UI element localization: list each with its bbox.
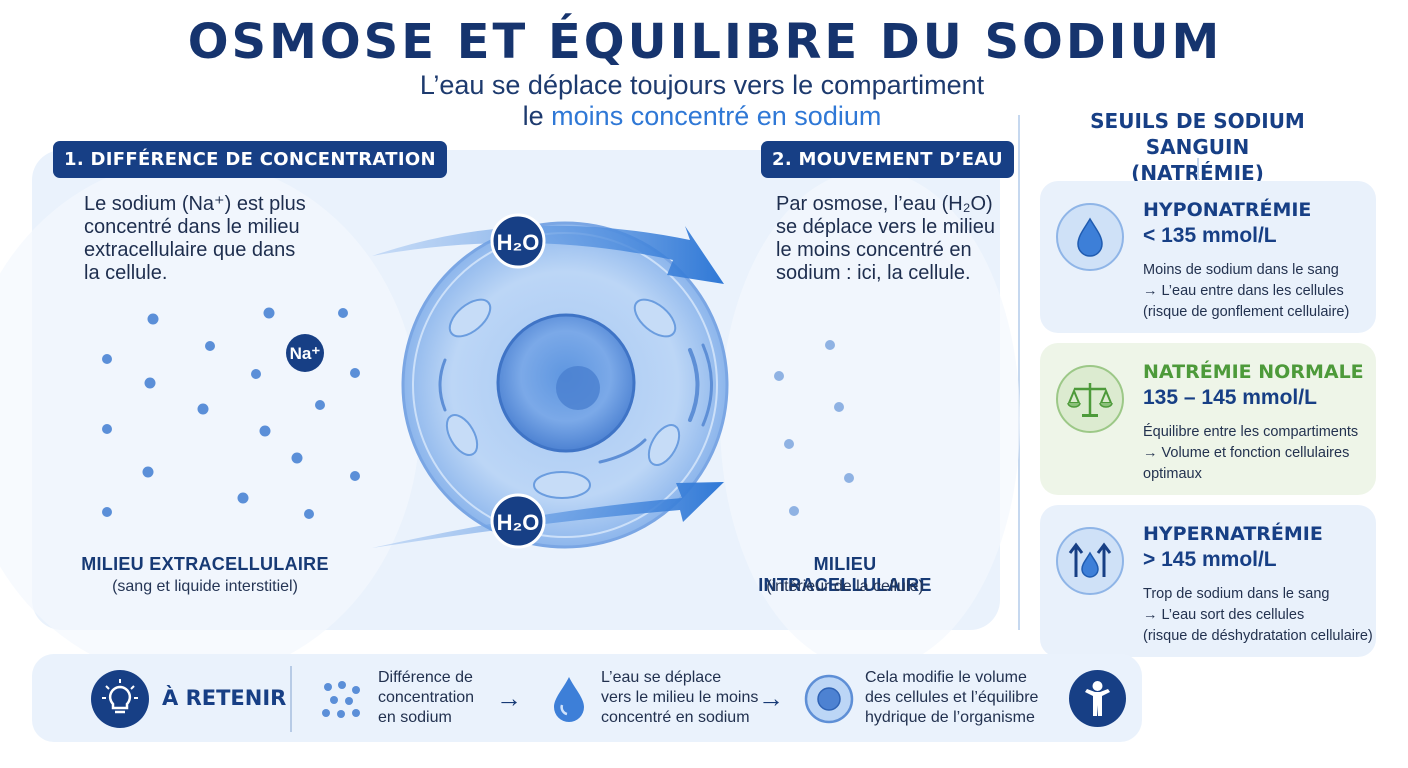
page-subtitle: L’eau se déplace toujours vers le compar… xyxy=(352,70,1052,132)
drop-with-arrows-icon xyxy=(1056,527,1124,595)
takeaway-line: Cela modifie le volume xyxy=(865,669,1027,686)
step2-line: sodium : ici, la cellule. xyxy=(776,262,971,284)
step1-line: extracellulaire que dans xyxy=(84,239,296,261)
person-icon xyxy=(1069,670,1126,727)
lightbulb-icon xyxy=(91,670,149,728)
takeaway-arrow: → xyxy=(758,683,784,713)
step1-line: concentré dans le milieu xyxy=(84,216,300,238)
sodium-ion-label: Na⁺ xyxy=(290,344,321,363)
thresholds-title-line-1: SEUILS DE SODIUM SANGUIN xyxy=(1090,109,1305,159)
water-arrow-bottom xyxy=(372,482,724,548)
water-badge-top xyxy=(490,213,546,269)
extracellular-subtitle: (sang et liquide interstitiel) xyxy=(112,578,298,595)
card-hyponatremia-name: HYPONATRÉMIE xyxy=(1143,199,1312,221)
takeaway-divider xyxy=(290,666,292,732)
step1-label: 1. DIFFÉRENCE DE CONCENTRATION xyxy=(53,141,447,178)
water-badge-top-label: H₂O xyxy=(497,230,540,255)
cell-illustration xyxy=(401,221,729,549)
step1-text: Le sodium (Na⁺) est plus concentré dans … xyxy=(84,193,306,285)
water-badge-bottom-label: H₂O xyxy=(497,510,540,535)
water-badge-bottom xyxy=(490,493,546,549)
page-title: OSMOSE ET ÉQUILIBRE DU SODIUM xyxy=(187,14,1223,70)
takeaway-line: en sodium xyxy=(378,709,452,726)
extracellular-zone xyxy=(0,160,420,680)
sodium-ion-badge xyxy=(286,334,324,372)
card-normal-natremia: NATRÉMIE NORMALE 135 – 145 mmol/L Équili… xyxy=(1040,343,1376,495)
takeaway-line: Différence de xyxy=(378,669,473,686)
intracellular-sodium-particles xyxy=(774,340,854,516)
card-normal-desc: Équilibre entre les compartiments → Volu… xyxy=(1143,422,1371,485)
card-desc-line: Équilibre entre les compartiments xyxy=(1143,424,1359,440)
subtitle-line-2: le moins concentré en sodium xyxy=(352,101,1052,132)
card-hyponatremia: HYPONATRÉMIE < 135 mmol/L Moins de sodiu… xyxy=(1040,181,1376,333)
card-normal-name: NATRÉMIE NORMALE xyxy=(1143,361,1364,383)
vertical-divider xyxy=(1018,115,1020,630)
card-hypernatremia-desc: Trop de sodium dans le sang → L’eau sort… xyxy=(1143,584,1375,647)
card-desc-line: → Volume et fonction cellulaires xyxy=(1143,445,1350,461)
card-desc-line: optimaux xyxy=(1143,466,1202,482)
takeaway-heading: À RETENIR xyxy=(162,686,287,710)
step1-line: Le sodium (Na⁺) est plus xyxy=(84,193,306,215)
card-hypernatremia-range: > 145 mmol/L xyxy=(1143,548,1277,571)
takeaway-arrow: → xyxy=(496,683,522,713)
card-desc-line: Trop de sodium dans le sang xyxy=(1143,586,1330,602)
subtitle-prefix: le xyxy=(522,101,552,131)
step2-label: 2. MOUVEMENT D’EAU xyxy=(761,141,1014,178)
card-desc-line: → L’eau sort des cellules xyxy=(1143,607,1305,623)
card-desc-line: Moins de sodium dans le sang xyxy=(1143,262,1339,278)
water-arrow-top xyxy=(372,225,724,284)
card-hyponatremia-range: < 135 mmol/L xyxy=(1143,224,1277,247)
card-normal-range: 135 – 145 mmol/L xyxy=(1143,386,1317,409)
subtitle-line-1: L’eau se déplace toujours vers le compar… xyxy=(419,70,985,100)
takeaway-step3: Cela modifie le volume des cellules et l… xyxy=(865,668,1038,728)
step2-line: Par osmose, l’eau (H₂O) xyxy=(776,193,993,215)
extracellular-title: MILIEU EXTRACELLULAIRE xyxy=(81,554,329,574)
card-desc-line: (risque de gonflement cellulaire) xyxy=(1143,304,1350,320)
step2-line: se déplace vers le milieu xyxy=(776,216,995,238)
water-drop-icon xyxy=(550,674,588,724)
takeaway-line: concentré en sodium xyxy=(601,709,750,726)
takeaway-line: L’eau se déplace xyxy=(601,669,722,686)
step2-text: Par osmose, l’eau (H₂O) se déplace vers … xyxy=(776,193,995,285)
intracellular-title: MILIEU INTRACELLULAIRE xyxy=(758,554,932,595)
takeaway-line: vers le milieu le moins xyxy=(601,689,759,706)
takeaway-line: concentration xyxy=(378,689,475,706)
step1-line: la cellule. xyxy=(84,262,168,284)
card-desc-line: (risque de déshydratation cellulaire) xyxy=(1143,628,1373,644)
card-hyponatremia-desc: Moins de sodium dans le sang → L’eau ent… xyxy=(1143,260,1371,323)
extracellular-sodium-particles xyxy=(102,307,360,519)
takeaway-step1: Différence de concentration en sodium xyxy=(378,668,474,728)
takeaway-panel xyxy=(32,654,1142,742)
takeaway-step2: L’eau se déplace vers le milieu le moins… xyxy=(601,668,758,728)
takeaway-line: hydrique de l’organisme xyxy=(865,709,1035,726)
intracellular-zone xyxy=(720,170,1020,670)
water-drop-icon xyxy=(1056,203,1124,271)
subtitle-highlight: moins concentré en sodium xyxy=(551,101,882,131)
balance-scale-icon xyxy=(1056,365,1124,433)
card-hypernatremia: HYPERNATRÉMIE > 145 mmol/L Trop de sodiu… xyxy=(1040,505,1376,657)
card-hypernatremia-name: HYPERNATRÉMIE xyxy=(1143,523,1323,545)
cell-icon xyxy=(803,673,855,725)
intracellular-subtitle: (intérieur de la cellule) xyxy=(766,578,924,595)
title-connector xyxy=(1197,158,1199,180)
takeaway-line: des cellules et l’équilibre xyxy=(865,689,1039,706)
particles-icon xyxy=(318,676,366,724)
step2-line: le moins concentré en xyxy=(776,239,972,261)
card-desc-line: → L’eau entre dans les cellules xyxy=(1143,283,1344,299)
